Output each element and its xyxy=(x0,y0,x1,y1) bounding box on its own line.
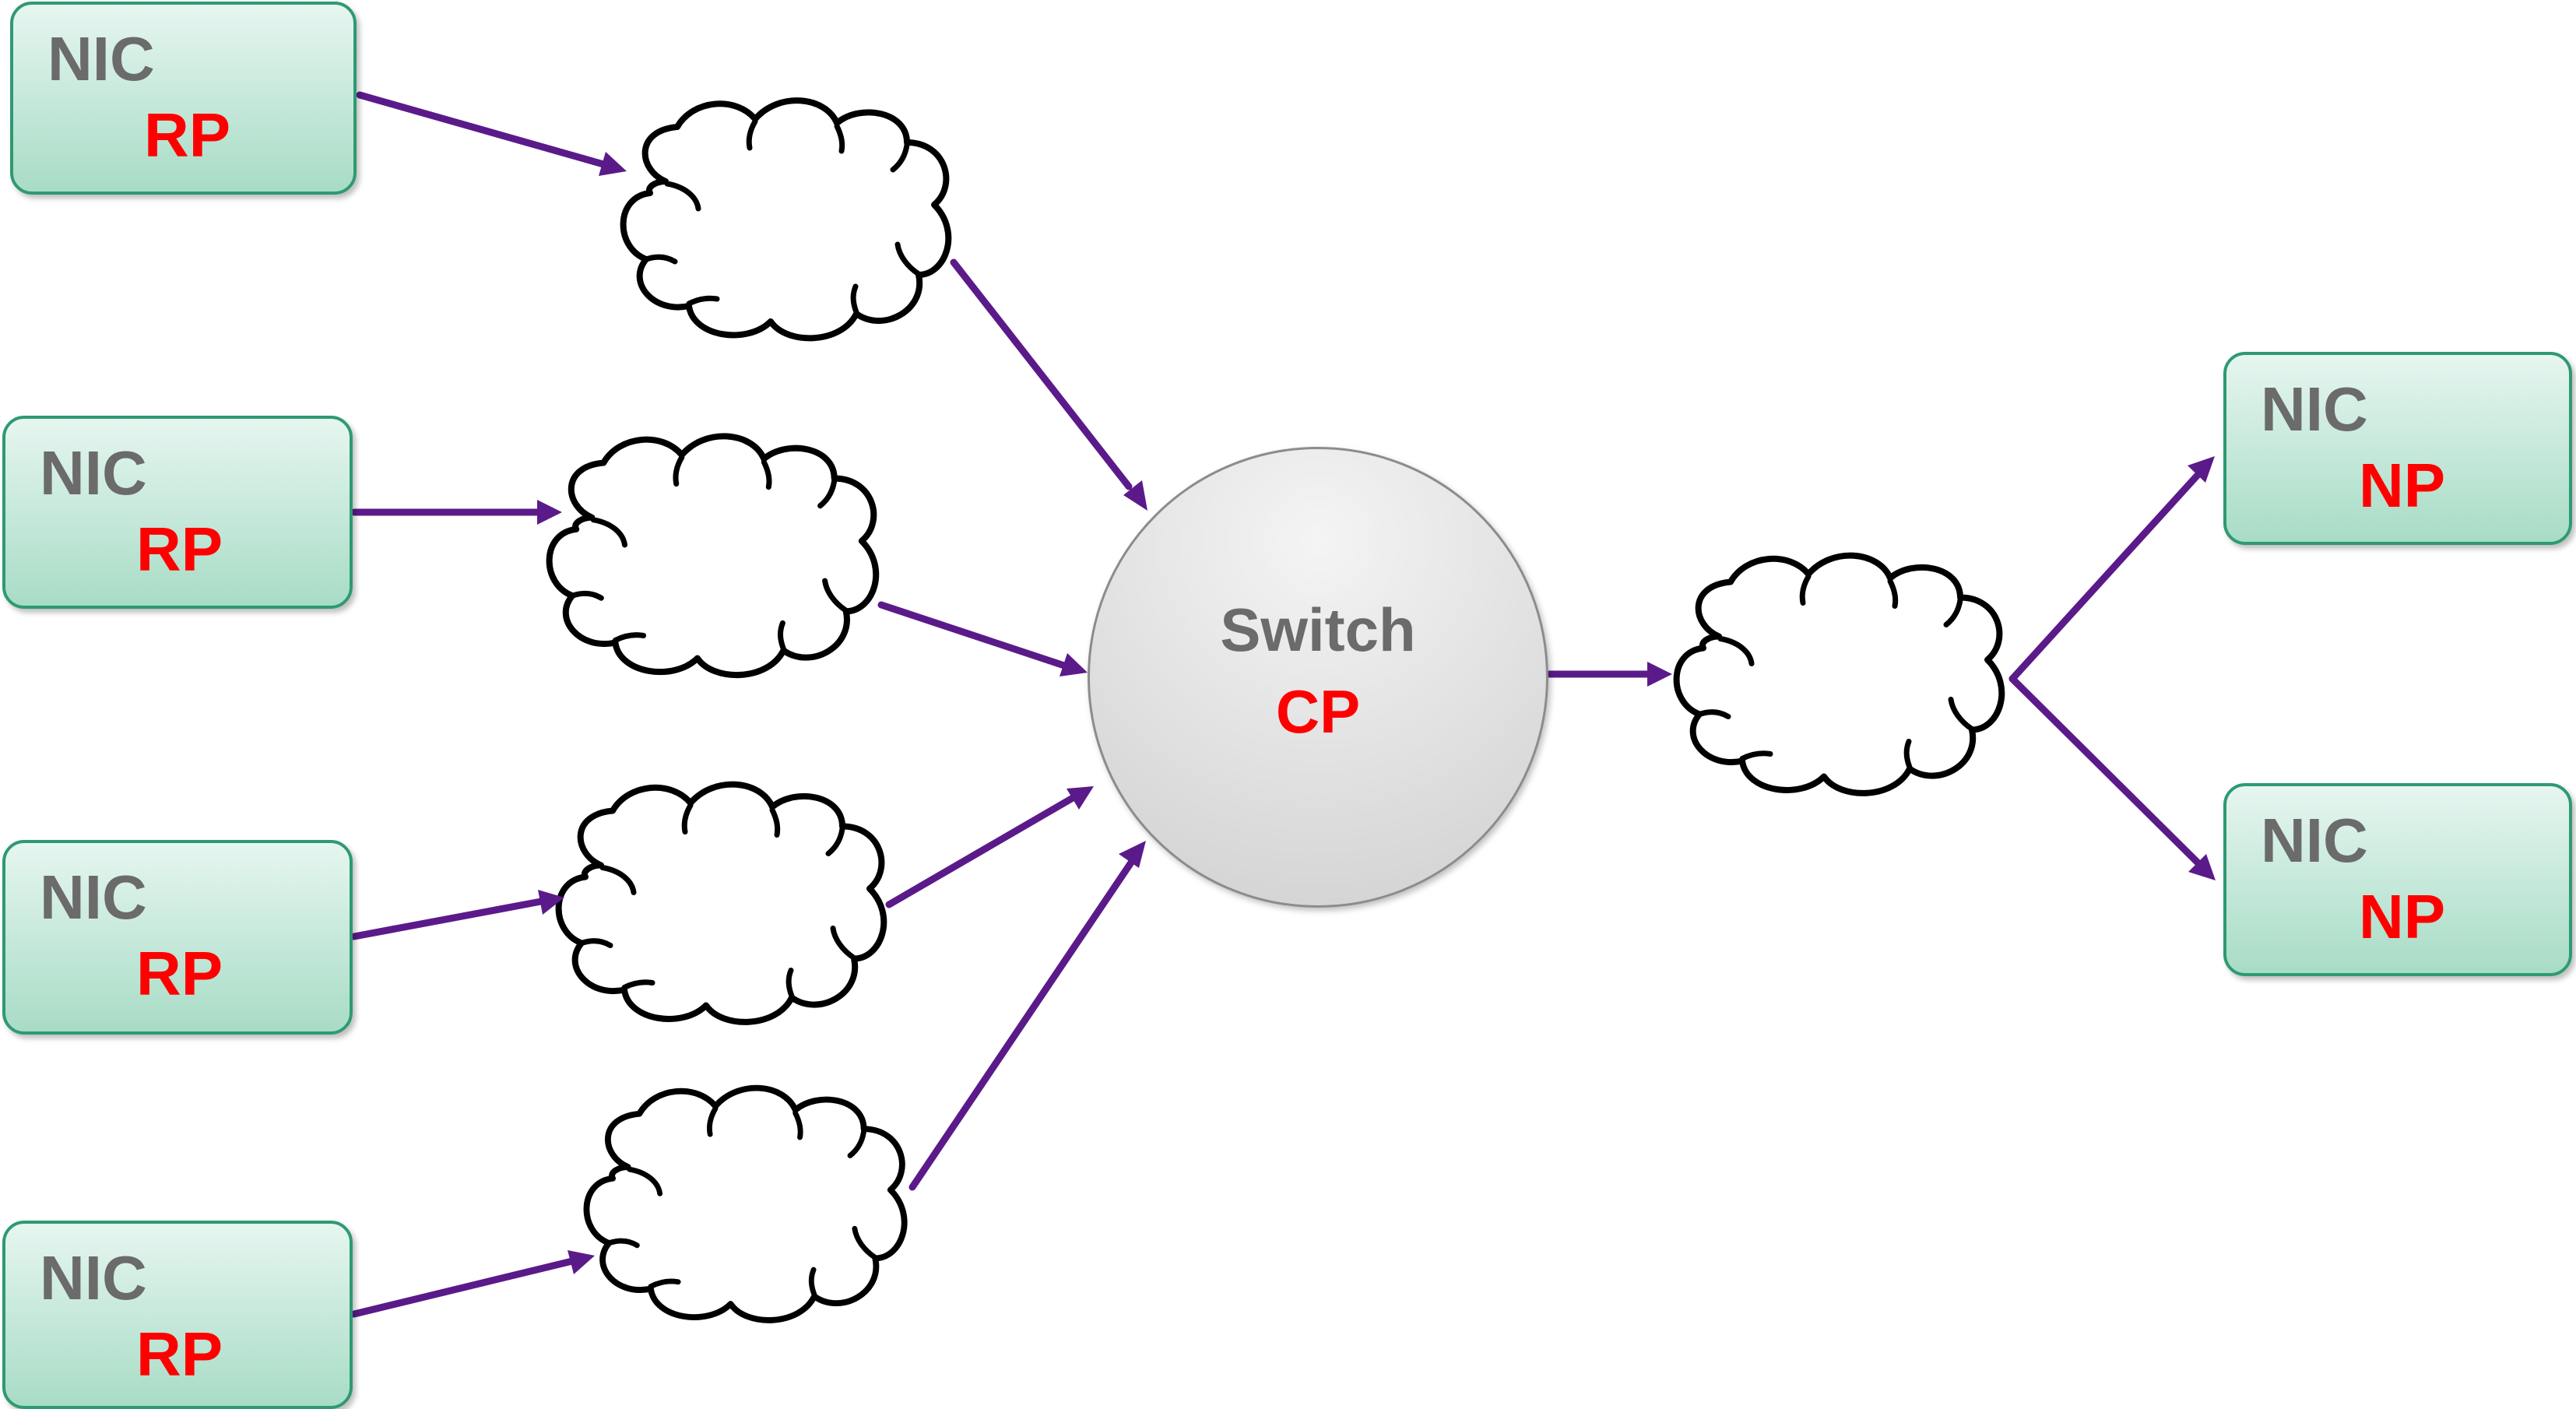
switch-label: Switch xyxy=(1220,596,1416,664)
nic-box-receiver-1: NIC NP xyxy=(2223,352,2572,545)
connector-line xyxy=(350,1257,576,1318)
nic-label: NIC xyxy=(40,1243,147,1312)
connector-line xyxy=(908,856,1137,1191)
nic-label: NIC xyxy=(40,863,147,932)
network-cloud-1 xyxy=(624,100,949,338)
arrowhead-icon xyxy=(1119,841,1146,868)
connector-line xyxy=(2008,469,2203,683)
nic-label: NIC xyxy=(2261,374,2368,444)
switch-node: Switch CP xyxy=(1088,447,1548,908)
arrowhead-icon xyxy=(1067,786,1094,810)
rp-label: RP xyxy=(136,939,223,1008)
arrowhead-icon xyxy=(1647,662,1672,687)
arrowhead-icon xyxy=(2188,854,2216,880)
nic-box-source-3: NIC RP xyxy=(2,840,353,1035)
arrowhead-icon xyxy=(568,1250,595,1274)
arrowhead-icon xyxy=(1123,480,1147,511)
arrowhead-icon xyxy=(538,890,564,915)
connector-line xyxy=(950,258,1133,490)
rp-label: RP xyxy=(144,100,231,170)
nic-box-source-1: NIC RP xyxy=(10,2,357,195)
nic-label: NIC xyxy=(2261,806,2368,875)
network-cloud-2 xyxy=(550,436,877,675)
nic-box-receiver-2: NIC NP xyxy=(2223,783,2572,976)
nic-box-source-2: NIC RP xyxy=(2,416,353,609)
nic-box-source-4: NIC RP xyxy=(2,1221,353,1409)
connector-line xyxy=(2008,675,2203,868)
network-cloud-4 xyxy=(586,1088,904,1320)
rp-label: RP xyxy=(136,515,223,584)
arrowhead-icon xyxy=(537,500,562,525)
np-label: NP xyxy=(2359,451,2446,520)
connector-line xyxy=(877,601,1068,669)
connector-line xyxy=(885,794,1077,908)
arrowhead-icon xyxy=(1060,653,1088,676)
rp-label: RP xyxy=(136,1319,223,1389)
network-cloud-5 xyxy=(1677,556,2002,793)
connector-line xyxy=(356,91,607,168)
np-label: NP xyxy=(2359,882,2446,951)
arrowhead-icon xyxy=(599,152,627,176)
arrowhead-icon xyxy=(2188,456,2215,483)
cp-label: CP xyxy=(1275,677,1361,746)
network-cloud-3 xyxy=(559,785,884,1022)
connector-line xyxy=(350,898,545,940)
nic-label: NIC xyxy=(40,438,147,508)
nic-label: NIC xyxy=(47,24,155,93)
